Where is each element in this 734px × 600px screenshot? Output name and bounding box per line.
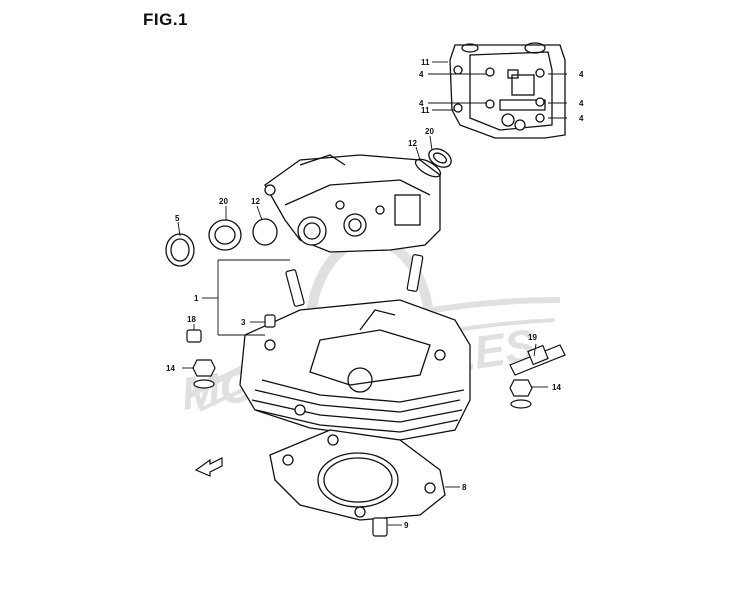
callout-8: 8 [462, 483, 467, 492]
callout-4-upper-right: 4 [579, 70, 584, 79]
callout-4-bottom-right: 4 [579, 114, 584, 123]
stud-right [406, 254, 424, 292]
callout-1: 1 [194, 294, 199, 303]
stud-left [285, 269, 305, 307]
callout-11-top: 11 [421, 58, 430, 67]
figure-title: FIG.1 [143, 10, 189, 29]
seal-5 [165, 233, 195, 267]
callout-20-right: 20 [425, 127, 434, 136]
callout-3: 3 [241, 318, 246, 327]
cylinder-head [264, 154, 441, 253]
callout-12-right: 12 [408, 139, 417, 148]
callouts: 11 4 4 4 11 4 4 20 12 5 20 12 1 3 18 14 … [166, 58, 584, 530]
callout-14-left: 14 [166, 364, 175, 373]
callout-20-left: 20 [219, 197, 228, 206]
callout-4-lower-right: 4 [579, 99, 584, 108]
seal-20-right [428, 148, 452, 168]
seal-20-left [208, 219, 242, 251]
o-ring-12-left [252, 218, 278, 246]
valve-cover [449, 42, 566, 139]
callout-11-bottom: 11 [421, 106, 430, 115]
nut-14-right [509, 379, 533, 409]
callout-18: 18 [187, 315, 196, 324]
callout-19: 19 [528, 333, 537, 342]
callout-12-left: 12 [251, 197, 260, 206]
callout-4-lower-left: 4 [419, 99, 424, 108]
dowel-18 [186, 329, 202, 343]
spark-plug-19 [509, 344, 566, 376]
dowel-9 [372, 517, 388, 537]
nut-14-left [192, 359, 216, 389]
head-block [239, 299, 471, 441]
dowel-3 [264, 314, 276, 328]
callout-4-upper-left: 4 [419, 70, 424, 79]
leader-lines [177, 61, 567, 526]
callout-9: 9 [404, 521, 409, 530]
callout-5: 5 [175, 214, 180, 223]
front-arrow-icon [194, 457, 223, 477]
head-gasket-8 [269, 429, 446, 521]
o-ring-12-right [414, 158, 442, 178]
callout-14-right: 14 [552, 383, 561, 392]
